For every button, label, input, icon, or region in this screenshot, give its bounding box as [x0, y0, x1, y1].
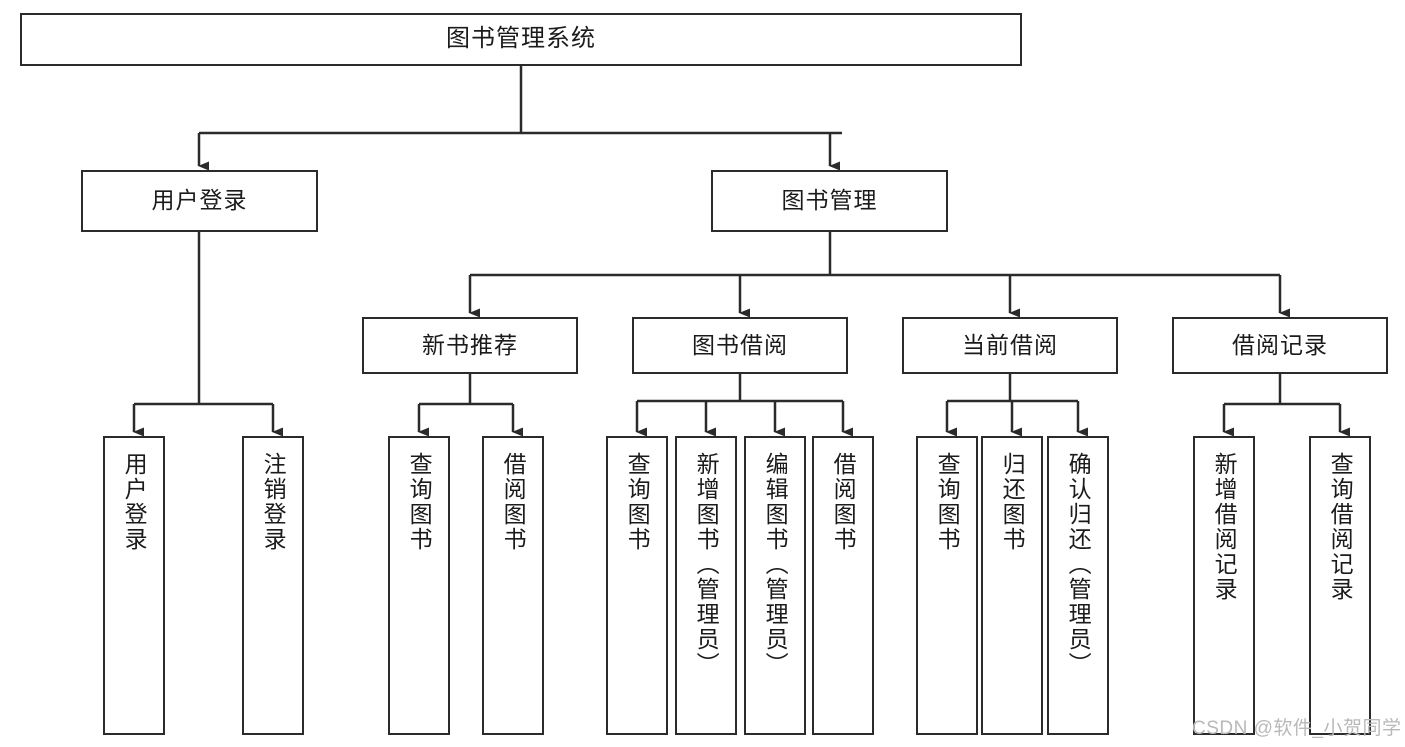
leaf-return-book[interactable]: 归还图书 [981, 436, 1043, 735]
leaf-borrow-book-1[interactable]: 借阅图书 [482, 436, 544, 735]
node-new-book-recommend[interactable]: 新书推荐 [362, 317, 578, 374]
node-label: 新书推荐 [422, 331, 518, 358]
leaf-edit-book[interactable]: 编辑图书（管理员） [744, 436, 806, 735]
node-user-login[interactable]: 用户登录 [81, 170, 318, 232]
leaf-confirm-return[interactable]: 确认归还（管理员） [1047, 436, 1109, 735]
leaf-add-borrow-record[interactable]: 新增借阅记录 [1193, 436, 1255, 735]
leaf-query-book-2[interactable]: 查询图书 [606, 436, 668, 735]
leaf-borrow-book-2[interactable]: 借阅图书 [812, 436, 874, 735]
node-label: 图书借阅 [692, 331, 788, 358]
node-label: 归还图书 [999, 452, 1026, 552]
leaf-user-login[interactable]: 用户登录 [103, 436, 165, 735]
node-label: 用户登录 [151, 187, 248, 214]
node-label: 新增图书（管理员） [693, 452, 720, 677]
node-label: 查询图书 [624, 452, 651, 552]
node-book-management-system[interactable]: 图书管理系统 [20, 13, 1022, 66]
node-label: 确认归还（管理员） [1065, 452, 1092, 677]
node-label: 借阅记录 [1232, 331, 1328, 358]
node-label: 图书管理 [781, 187, 878, 214]
node-label: 编辑图书（管理员） [762, 452, 789, 677]
leaf-add-book[interactable]: 新增图书（管理员） [675, 436, 737, 735]
node-label: 查询图书 [934, 452, 961, 552]
leaf-query-book-3[interactable]: 查询图书 [916, 436, 978, 735]
node-label: 借阅图书 [830, 452, 857, 552]
node-label: 新增借阅记录 [1211, 452, 1238, 602]
node-current-borrow[interactable]: 当前借阅 [902, 317, 1118, 374]
leaf-query-book-1[interactable]: 查询图书 [388, 436, 450, 735]
leaf-logout[interactable]: 注销登录 [242, 436, 304, 735]
node-label: 查询借阅记录 [1327, 452, 1354, 602]
node-label: 查询图书 [406, 452, 433, 552]
node-borrow-record[interactable]: 借阅记录 [1172, 317, 1388, 374]
leaf-query-borrow-record[interactable]: 查询借阅记录 [1309, 436, 1371, 735]
node-label: 注销登录 [260, 452, 287, 552]
node-label: 借阅图书 [500, 452, 527, 552]
node-label: 当前借阅 [962, 331, 1058, 358]
node-book-borrow[interactable]: 图书借阅 [632, 317, 848, 374]
node-book-manage[interactable]: 图书管理 [711, 170, 948, 232]
node-label: 图书管理系统 [446, 25, 596, 53]
node-label: 用户登录 [121, 452, 148, 552]
